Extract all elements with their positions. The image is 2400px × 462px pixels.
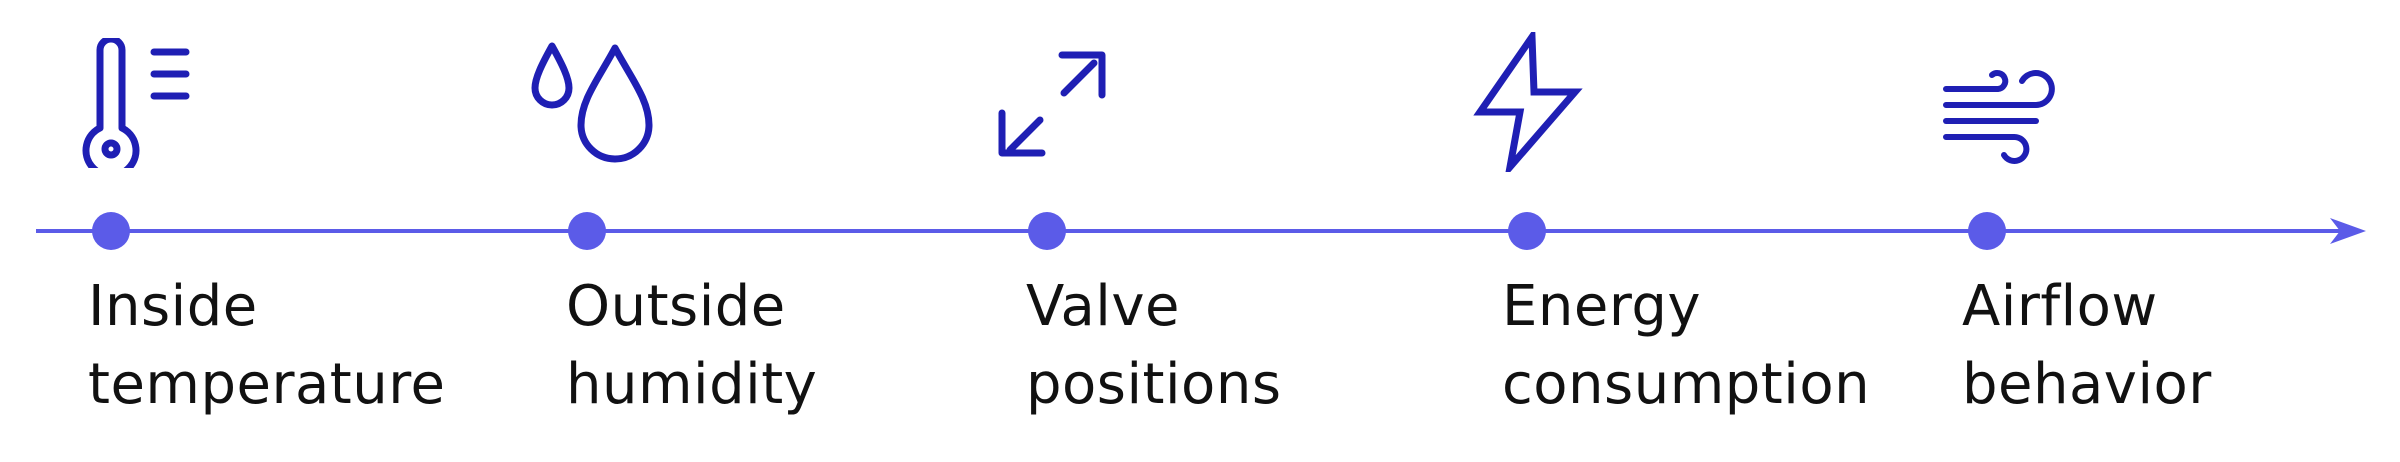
wind-icon	[1943, 70, 2055, 164]
step-label-inside-temperature: Inside temperature	[88, 268, 446, 424]
step-label-valve-positions: Valve positions	[1026, 268, 1282, 424]
step-label-airflow-behavior: Airflow behavior	[1962, 268, 2212, 424]
step-label-line1: Energy	[1502, 274, 1702, 339]
timeline-dot-1	[92, 212, 130, 250]
step-label-line2: positions	[1026, 352, 1282, 417]
timeline-dot-5	[1968, 212, 2006, 250]
expand-arrows-icon	[998, 51, 1106, 157]
timeline-dot-2	[568, 212, 606, 250]
step-label-line2: behavior	[1962, 352, 2212, 417]
step-label-energy-consumption: Energy consumption	[1502, 268, 1870, 424]
thermometer-icon	[82, 38, 190, 168]
step-label-line1: Airflow	[1962, 274, 2158, 339]
step-label-outside-humidity: Outside humidity	[566, 268, 817, 424]
axis-arrowhead	[2330, 218, 2366, 244]
droplets-icon	[531, 42, 653, 163]
step-label-line1: Valve	[1026, 274, 1180, 339]
lightning-icon	[1473, 32, 1583, 172]
step-label-line1: Inside	[88, 274, 258, 339]
timeline-dot-4	[1508, 212, 1546, 250]
step-label-line2: temperature	[88, 352, 446, 417]
timeline-dot-3	[1028, 212, 1066, 250]
step-label-line2: consumption	[1502, 352, 1871, 417]
step-label-line2: humidity	[566, 352, 818, 417]
step-label-line1: Outside	[566, 274, 786, 339]
